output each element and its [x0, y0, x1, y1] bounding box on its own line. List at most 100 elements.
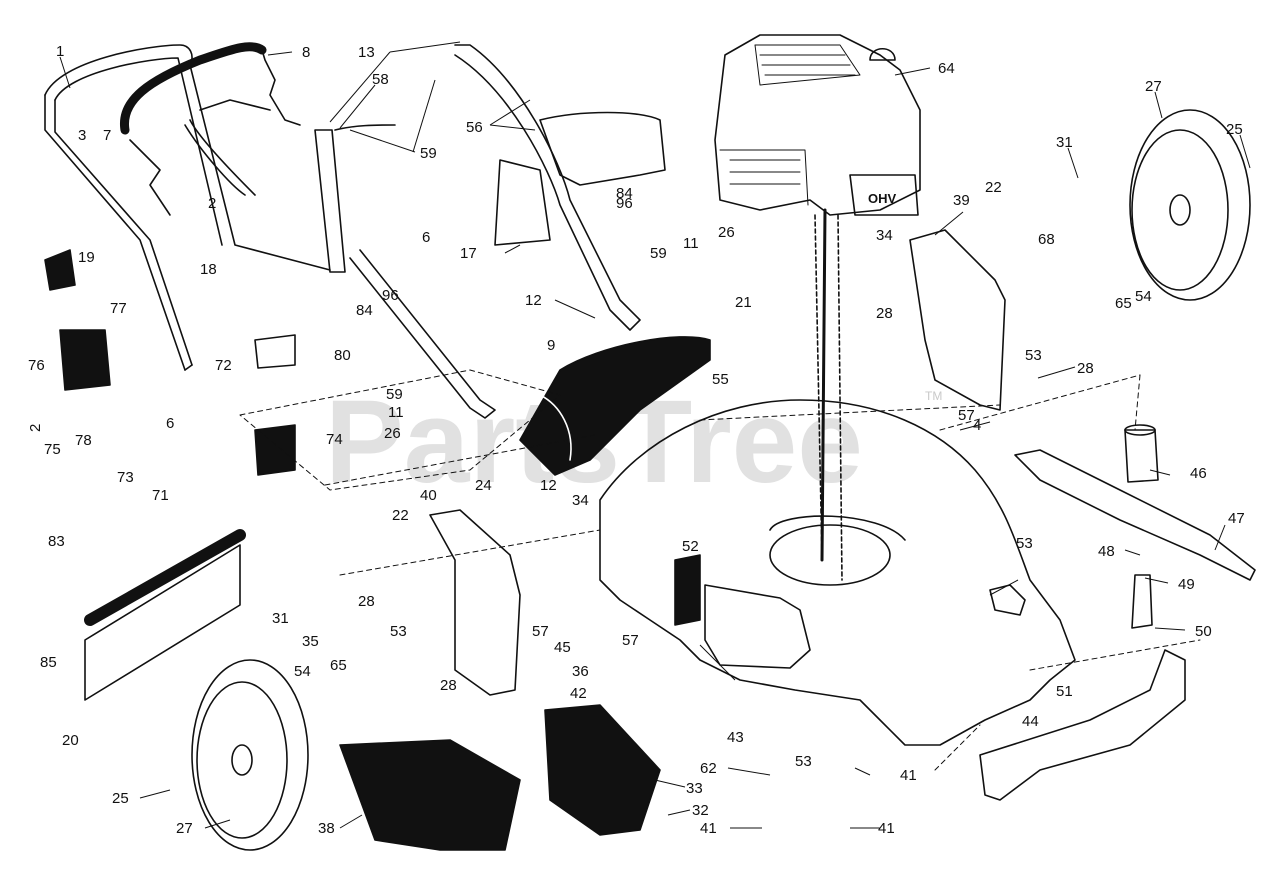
callout-75: 75 [44, 441, 61, 458]
callout-46: 46 [1190, 465, 1207, 482]
front-shield [84, 529, 246, 701]
callout-3: 3 [78, 127, 86, 144]
callout-39: 39 [953, 192, 970, 209]
callout-31b: 31 [272, 610, 289, 627]
callout-26: 26 [718, 224, 735, 241]
callout-32: 32 [692, 802, 709, 819]
control-cable [120, 42, 301, 196]
callout-45: 45 [554, 639, 571, 656]
grass-deflector [494, 111, 666, 246]
callout-6b: 6 [166, 415, 174, 432]
callout-59: 59 [420, 145, 437, 162]
callout-76: 76 [28, 357, 45, 374]
callout-96: 96 [616, 195, 633, 212]
callout-54: 54 [1135, 288, 1152, 305]
callout-50: 50 [1195, 623, 1212, 640]
callout-53: 53 [1025, 347, 1042, 364]
callout-34b: 34 [572, 492, 589, 509]
callout-28d: 28 [440, 677, 457, 694]
rear-skirt [979, 649, 1186, 801]
callout-13: 13 [358, 44, 375, 61]
callout-27b: 27 [176, 820, 193, 837]
bail-rod [129, 139, 171, 216]
callout-44: 44 [1022, 713, 1039, 730]
callout-22b: 22 [392, 507, 409, 524]
callout-72: 72 [215, 357, 232, 374]
callout-57: 57 [958, 407, 975, 424]
mulch-cover [339, 739, 521, 851]
callout-84: 84 [616, 185, 633, 202]
callout-1: 1 [56, 43, 64, 60]
engine-label: OHV [868, 191, 897, 206]
callout-17: 17 [460, 245, 477, 262]
callout-11: 11 [683, 235, 699, 252]
callout-28b: 28 [1077, 360, 1094, 377]
callout-56: 56 [466, 119, 483, 136]
callout-22: 22 [985, 179, 1002, 196]
wheel-rear [1129, 109, 1251, 301]
wheel-bracket-left [429, 509, 521, 696]
callout-26b: 26 [384, 425, 401, 442]
callout-57c: 57 [622, 632, 639, 649]
callout-20: 20 [62, 732, 79, 749]
callout-11b: 11 [388, 404, 404, 421]
callout-40: 40 [420, 487, 437, 504]
callout-24: 24 [475, 477, 492, 494]
callout-49: 49 [1178, 576, 1195, 593]
callout-53b: 53 [1016, 535, 1033, 552]
callout-28c: 28 [358, 593, 375, 610]
callout-9: 9 [547, 337, 555, 354]
callout-53d: 53 [795, 753, 812, 770]
callout-42: 42 [570, 685, 587, 702]
callout-65: 65 [1115, 295, 1132, 312]
callout-2b: 2 [27, 424, 44, 432]
callout-65b: 65 [330, 657, 347, 674]
callout-2: 2 [208, 195, 216, 212]
throttle-control [59, 329, 111, 391]
engine [714, 34, 921, 581]
callout-73: 73 [117, 469, 134, 486]
callout-71: 71 [152, 487, 169, 504]
callout-83: 83 [48, 533, 65, 550]
callout-77: 77 [110, 300, 127, 317]
callout-33: 33 [686, 780, 703, 797]
callout-51: 51 [1056, 683, 1073, 700]
callout-4: 4 [973, 417, 981, 434]
callout-80: 80 [334, 347, 351, 364]
callouts: 1 2 2 3 4 6 6 7 8 9 11 11 12 12 13 17 18… [27, 43, 1245, 837]
callout-62: 62 [700, 760, 717, 777]
callout-7: 7 [103, 127, 111, 144]
callout-59b: 59 [650, 245, 667, 262]
callout-54b: 54 [294, 663, 311, 680]
callout-12b: 12 [540, 477, 557, 494]
callout-47: 47 [1228, 510, 1245, 527]
lever-knob [44, 249, 76, 291]
mower-deck [599, 399, 1076, 746]
callout-25b: 25 [112, 790, 129, 807]
blade [1014, 449, 1256, 581]
callout-41b: 41 [878, 820, 895, 837]
callout-18: 18 [200, 261, 217, 278]
callout-28: 28 [876, 305, 893, 322]
callout-68: 68 [1038, 231, 1055, 248]
callout-58: 58 [372, 71, 389, 88]
callout-85: 85 [40, 654, 57, 671]
callout-21: 21 [735, 294, 752, 311]
callout-74: 74 [326, 431, 343, 448]
ignition-coil [254, 424, 296, 476]
upper-handle [44, 44, 331, 371]
callout-48: 48 [1098, 543, 1115, 560]
callout-12: 12 [525, 292, 542, 309]
callout-41: 41 [900, 767, 917, 784]
battery-charger [254, 334, 296, 369]
callout-57b: 57 [532, 623, 549, 640]
callout-84b: 84 [356, 302, 373, 319]
wheel-bracket-right [909, 229, 1006, 411]
callout-25: 25 [1226, 121, 1243, 138]
callout-34: 34 [876, 227, 893, 244]
callout-53c: 53 [390, 623, 407, 640]
callout-8: 8 [302, 44, 310, 61]
callout-52: 52 [682, 538, 699, 555]
